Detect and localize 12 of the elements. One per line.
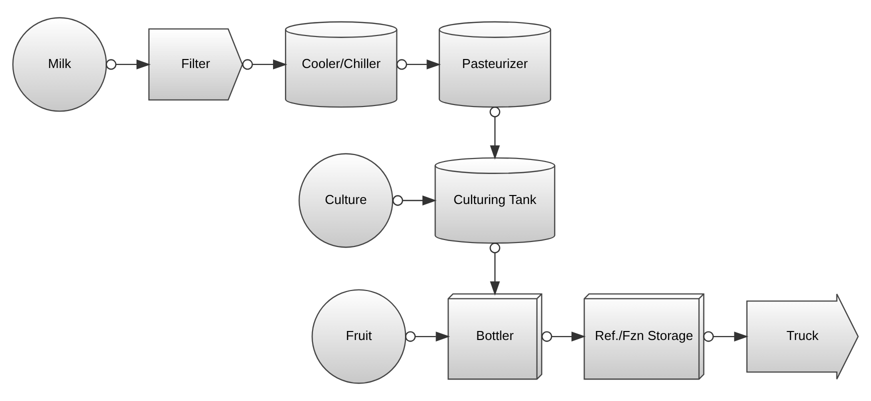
arrow xyxy=(490,242,500,296)
arrow xyxy=(490,106,500,160)
arrow xyxy=(392,195,437,206)
arrow xyxy=(106,59,151,70)
arrow xyxy=(703,331,748,342)
node-circle: Culture xyxy=(298,153,394,248)
arrow xyxy=(396,59,441,70)
node-circle: Fruit xyxy=(312,289,406,384)
arrow xyxy=(405,331,450,342)
node-circle: Milk xyxy=(12,17,107,112)
arrow xyxy=(542,331,586,342)
arrow xyxy=(242,59,288,70)
